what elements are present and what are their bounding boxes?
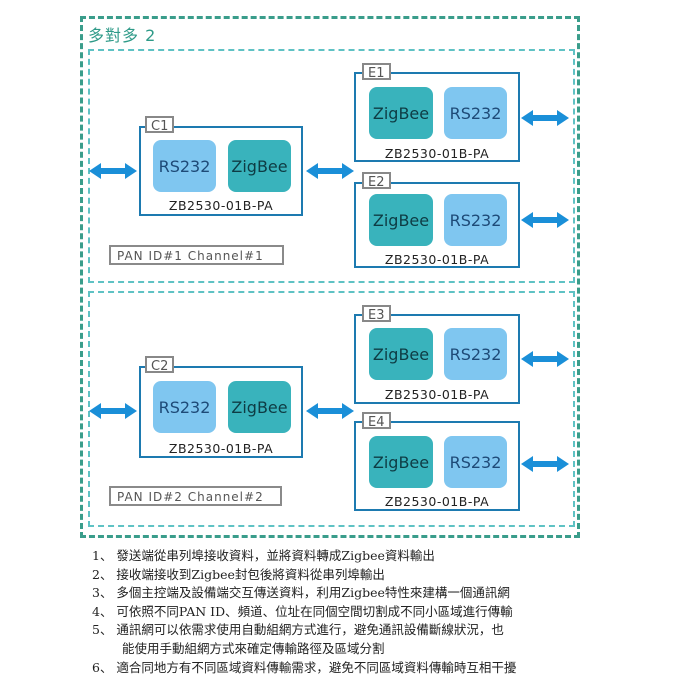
- c2-zigbee-chip: ZigBee: [228, 381, 291, 433]
- end-device-e4-tag: E4: [362, 412, 391, 430]
- e4-model-label: ZB2530-01B-PA: [384, 494, 490, 509]
- coordinator-c1-tag: C1: [145, 116, 175, 134]
- pan-label-1: PAN ID#1 Channel#1: [109, 245, 284, 265]
- end-device-e1-tag: E1: [362, 63, 391, 81]
- note-item: 5、 通訊網可以依需求使用自動組網方式進行，避免通訊設備斷線狀況，也: [92, 622, 504, 638]
- e1-model-label: ZB2530-01B-PA: [384, 146, 490, 161]
- group-1-frame: [88, 49, 575, 283]
- e1-zigbee-chip: ZigBee: [369, 87, 433, 139]
- diagram-title: 多對多 2: [88, 26, 157, 45]
- end-device-e3-tag: E3: [362, 305, 391, 323]
- coordinator-c2-tag: C2: [145, 356, 175, 374]
- c1-model-label: ZB2530-01B-PA: [168, 198, 274, 213]
- note-item: 6、 適合同地方有不同區域資料傳輸需求，避免不同區域資料傳輸時互相干擾: [92, 659, 517, 675]
- c1-rs232-chip: RS232: [153, 140, 216, 192]
- e3-rs232-chip: RS232: [444, 328, 507, 380]
- e3-zigbee-chip: ZigBee: [369, 328, 433, 380]
- note-item-continuation: 能使用手動組網方式來確定傳輸路徑及區域分割: [122, 640, 385, 656]
- pan-label-2: PAN ID#2 Channel#2: [109, 486, 282, 506]
- c2-external-arrow: [89, 403, 137, 419]
- c1-link-arrow: [306, 163, 354, 179]
- e1-rs232-chip: RS232: [444, 87, 507, 139]
- e2-model-label: ZB2530-01B-PA: [384, 252, 490, 267]
- c1-zigbee-chip: ZigBee: [228, 140, 291, 192]
- e4-rs232-chip: RS232: [444, 436, 507, 488]
- e2-external-arrow: [521, 212, 569, 228]
- group-2-frame: [88, 291, 575, 527]
- e4-external-arrow: [521, 456, 569, 472]
- c2-model-label: ZB2530-01B-PA: [168, 441, 274, 456]
- end-device-e2-tag: E2: [362, 172, 391, 190]
- notes-list: 1、 發送端從串列埠接收資料，並將資料轉成Zigbee資料輸出 2、 接收端接收…: [92, 547, 692, 677]
- note-item: 4、 可依照不同PAN ID、頻道、位址在同個空間切割成不同小區域進行傳輸: [92, 603, 513, 619]
- c1-external-arrow: [89, 163, 137, 179]
- e4-zigbee-chip: ZigBee: [369, 436, 433, 488]
- e1-external-arrow: [521, 110, 569, 126]
- e3-external-arrow: [521, 351, 569, 367]
- note-item: 1、 發送端從串列埠接收資料，並將資料轉成Zigbee資料輸出: [92, 548, 435, 563]
- note-item: 2、 接收端接收到Zigbee封包後將資料從串列埠輸出: [92, 566, 385, 582]
- c2-link-arrow: [306, 403, 354, 419]
- note-item: 3、 多個主控端及設備端交互傳送資料，利用Zigbee特性來建構一個通訊網: [92, 585, 510, 601]
- outer-frame: [80, 16, 580, 538]
- e2-zigbee-chip: ZigBee: [369, 194, 433, 246]
- e2-rs232-chip: RS232: [444, 194, 507, 246]
- e3-model-label: ZB2530-01B-PA: [384, 387, 490, 402]
- c2-rs232-chip: RS232: [153, 381, 216, 433]
